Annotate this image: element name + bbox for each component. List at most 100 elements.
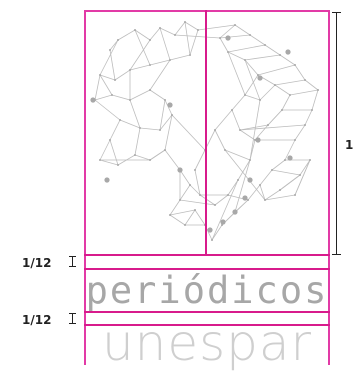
network-node <box>257 75 262 80</box>
network-edge <box>185 210 195 225</box>
network-tree-icon <box>84 10 330 255</box>
network-node-small <box>164 99 166 101</box>
network-edge <box>280 55 295 65</box>
network-edge <box>165 115 172 150</box>
network-edge <box>135 128 140 155</box>
network-edge <box>100 140 110 160</box>
height-dimension-cap-top <box>332 12 341 13</box>
network-node-small <box>119 119 121 121</box>
network-edge <box>110 120 120 140</box>
logo-word-unespar: unespar <box>84 318 330 368</box>
network-edge <box>215 130 225 150</box>
network-node-small <box>211 239 213 241</box>
network-edge <box>130 100 140 128</box>
network-node-small <box>189 184 191 186</box>
network-node-small <box>311 109 313 111</box>
band-marker-2-cap-bottom <box>69 323 76 324</box>
network-edge <box>312 90 318 110</box>
network-node-small <box>284 159 286 161</box>
network-node-small <box>134 29 136 31</box>
network-node-small <box>244 94 246 96</box>
network-edge <box>290 90 318 95</box>
network-edge <box>272 170 300 175</box>
network-edge <box>265 195 295 200</box>
network-node-small <box>304 79 306 81</box>
network-edge <box>212 225 222 240</box>
network-node-small <box>164 149 166 151</box>
network-node-small <box>109 49 111 51</box>
network-edge <box>295 125 305 140</box>
network-node-small <box>281 109 283 111</box>
network-edge <box>215 195 228 205</box>
network-node-small <box>227 51 229 53</box>
network-edge <box>305 80 318 90</box>
network-edge <box>240 130 255 140</box>
network-edge <box>100 160 118 165</box>
network-node-small <box>149 64 151 66</box>
network-edge <box>150 28 160 40</box>
network-node-small <box>267 124 269 126</box>
network-edge <box>120 120 140 128</box>
network-node-small <box>111 94 113 96</box>
network-node-small <box>149 159 151 161</box>
network-edge <box>258 65 295 75</box>
network-edge <box>265 45 280 55</box>
vertical-center-guide <box>205 10 207 255</box>
network-edge <box>260 85 275 100</box>
network-node-small <box>171 114 173 116</box>
network-edge <box>170 200 180 215</box>
network-node-small <box>264 44 266 46</box>
network-edge <box>165 150 180 170</box>
network-edge <box>282 95 290 110</box>
network-edge <box>228 45 265 52</box>
network-edge <box>180 170 190 185</box>
network-edge <box>220 35 250 38</box>
network-edge <box>268 110 282 125</box>
network-edge <box>245 60 260 100</box>
network-node <box>225 35 230 40</box>
network-node-small <box>117 164 119 166</box>
network-node <box>167 102 172 107</box>
network-edge <box>225 150 265 200</box>
network-edge <box>250 100 260 160</box>
network-node-small <box>99 159 101 161</box>
network-node <box>255 137 260 142</box>
network-edge <box>140 128 160 130</box>
band-marker-1-cap-bottom <box>69 266 76 267</box>
network-edge <box>280 175 300 190</box>
network-edge <box>215 110 232 130</box>
network-edge <box>235 25 250 35</box>
network-node-small <box>247 199 249 201</box>
network-node-small <box>304 124 306 126</box>
network-node-small <box>239 129 241 131</box>
network-edge <box>185 22 198 30</box>
network-node-small <box>129 69 131 71</box>
network-edge <box>235 160 250 212</box>
network-node <box>207 227 212 232</box>
network-edge <box>112 95 130 100</box>
network-node-small <box>174 34 176 36</box>
network-edge <box>295 65 305 80</box>
network-node-small <box>231 109 233 111</box>
network-node-small <box>309 159 311 161</box>
network-edge <box>160 28 170 60</box>
network-edge <box>250 35 265 45</box>
network-edge <box>190 30 198 55</box>
network-node-small <box>179 169 181 171</box>
network-node-small <box>99 74 101 76</box>
network-edge <box>110 140 118 165</box>
network-node-small <box>234 24 236 26</box>
network-node-small <box>169 59 171 61</box>
network-node-small <box>139 127 141 129</box>
network-edge <box>195 210 205 225</box>
network-edge <box>198 25 235 30</box>
network-node <box>104 177 109 182</box>
network-edge <box>130 90 150 100</box>
network-node-small <box>199 194 201 196</box>
network-edge <box>175 22 185 35</box>
network-edge <box>150 90 165 100</box>
network-edge <box>275 85 290 95</box>
network-edge <box>245 60 258 75</box>
network-node-small <box>279 54 281 56</box>
network-edge <box>300 160 310 175</box>
